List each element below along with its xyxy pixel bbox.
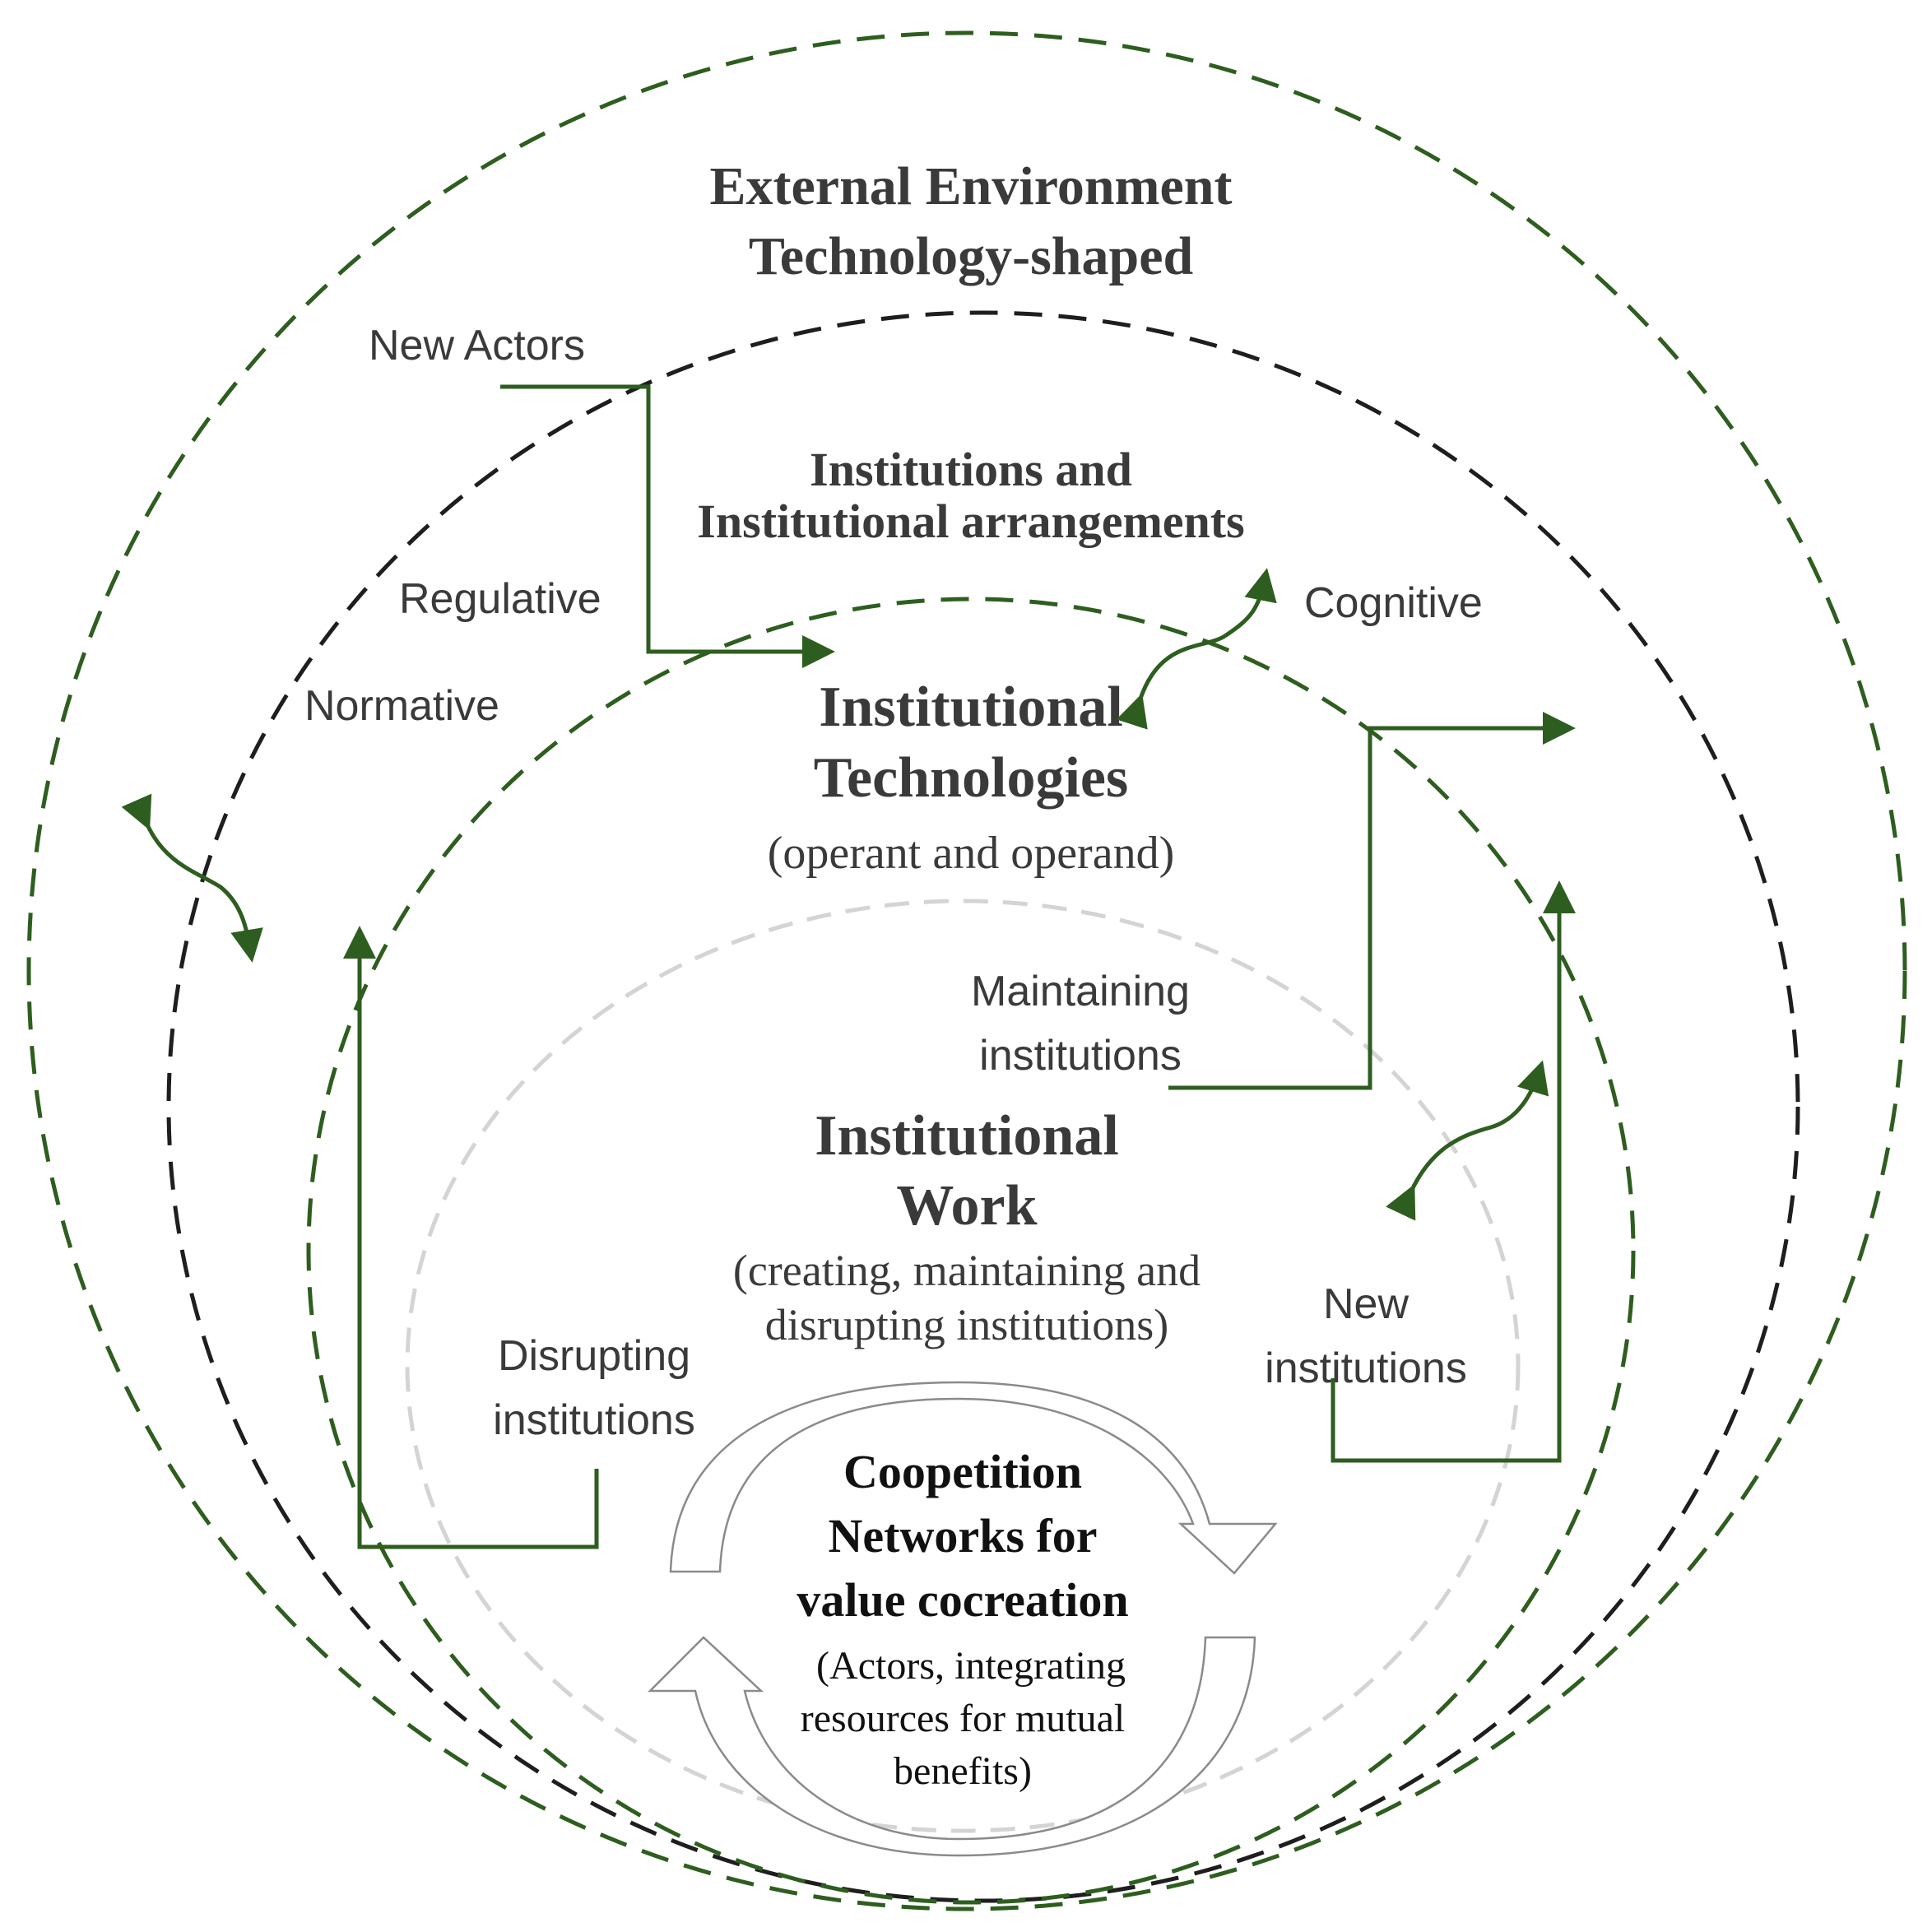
maintaining-label-2: institutions <box>979 1032 1182 1080</box>
normative-label: Normative <box>304 682 499 730</box>
external-environment-ring <box>26 30 1907 1911</box>
new-institutions-wavy-arrow <box>1386 1060 1549 1221</box>
new-institutions-label-2: institutions <box>1265 1345 1467 1392</box>
cognitive-label: Cognitive <box>1304 579 1483 627</box>
institutions-ring <box>166 310 1800 1903</box>
cognitive-wavy-arrow <box>1116 568 1277 730</box>
institutional-technologies-subtitle: (operant and operand) <box>768 828 1174 879</box>
institutional-work-title: Institutional <box>815 1104 1119 1168</box>
external-environment-title: External Environment <box>710 156 1233 216</box>
institutional-work-ring <box>405 899 1521 1833</box>
new-actors-arrow <box>500 384 835 668</box>
institutional-work-subtitle-2: disrupting institutions) <box>765 1300 1169 1349</box>
cycle-arrow-bottom <box>647 1636 1256 1857</box>
disrupting-label: Disrupting <box>498 1332 690 1380</box>
core-subtitle-3: benefits) <box>894 1749 1032 1793</box>
institutions-subtitle: Institutional arrangements <box>697 495 1244 548</box>
disrupting-arrow <box>343 926 599 1549</box>
maintaining-arrow <box>1168 712 1576 1090</box>
institutional-work-title-2: Work <box>896 1174 1037 1238</box>
core-title: Coopetition <box>843 1445 1082 1498</box>
core-subtitle-2: resources for mutual <box>801 1697 1126 1740</box>
external-environment-subtitle: Technology-shaped <box>749 226 1193 286</box>
institutional-technologies-title-2: Technologies <box>814 746 1128 810</box>
core-title-2: Networks for <box>829 1509 1098 1563</box>
regulative-label: Regulative <box>399 575 601 623</box>
core-subtitle: (Actors, integrating <box>816 1644 1126 1688</box>
institutions-title: Institutions and <box>810 443 1132 496</box>
disrupting-label-2: institutions <box>493 1396 695 1444</box>
cycle-arrow-top <box>669 1381 1278 1575</box>
new-institutions-label: New <box>1323 1280 1409 1328</box>
new-actors-label: New Actors <box>369 322 585 369</box>
institutional-work-subtitle: (creating, maintaining and <box>733 1246 1201 1295</box>
core-title-3: value cocreation <box>796 1573 1128 1627</box>
maintaining-label: Maintaining <box>971 968 1190 1015</box>
institutional-technologies-title: Institutional <box>819 676 1123 739</box>
new-institutions-arrow <box>1331 880 1576 1463</box>
normative-wavy-arrow <box>121 793 263 963</box>
institutional-technologies-ring <box>306 597 1636 1905</box>
